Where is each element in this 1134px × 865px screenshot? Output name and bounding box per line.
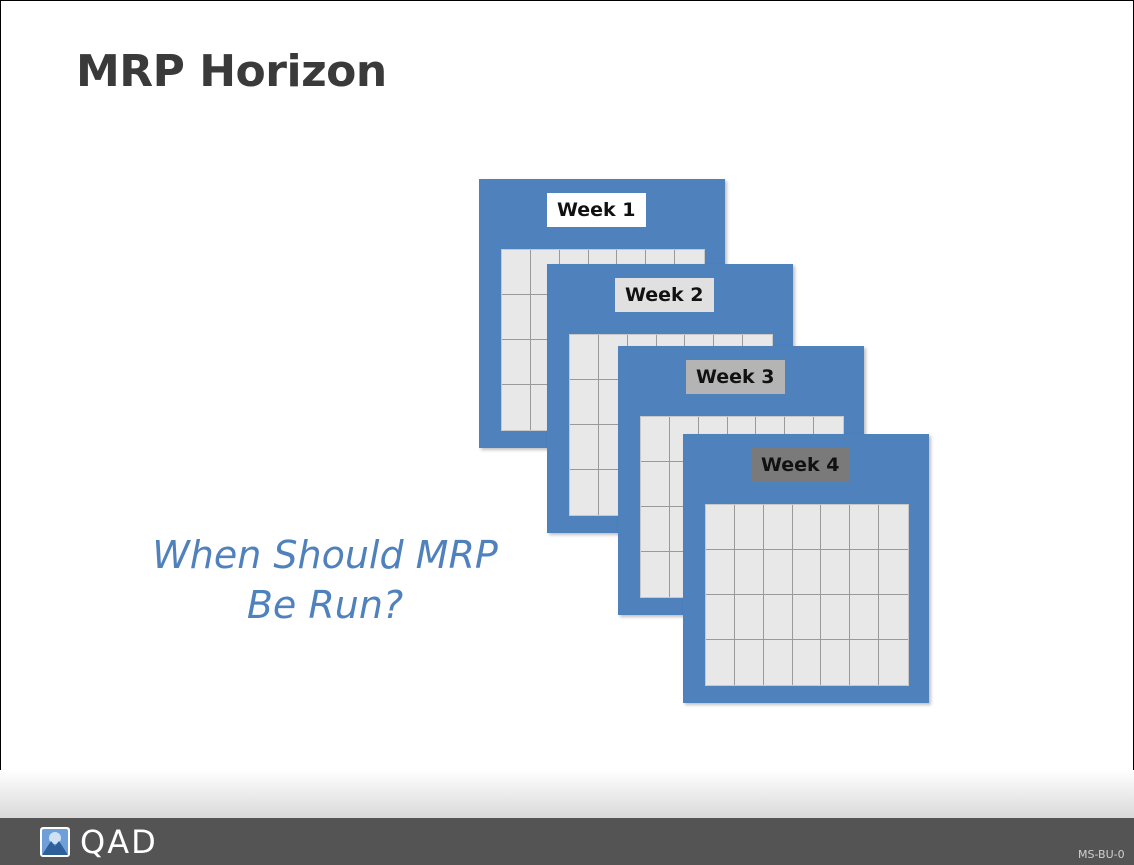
calendar-cell xyxy=(734,505,764,550)
calendar-cell xyxy=(764,640,793,685)
calendar-cell xyxy=(641,462,670,507)
calendar-cell xyxy=(735,640,764,685)
calendar-cell xyxy=(502,340,531,385)
calendar-cell xyxy=(793,640,822,685)
calendar-cell xyxy=(850,640,880,685)
footer-gradient xyxy=(0,770,1134,818)
calendar-cell xyxy=(502,250,531,295)
tagline-line-1: When Should MRP xyxy=(152,533,498,577)
calendar-cell xyxy=(641,552,670,597)
calendar-cell xyxy=(734,595,764,640)
week-1-label: Week 1 xyxy=(547,193,646,227)
calendar-cell xyxy=(879,595,908,640)
calendar-cell xyxy=(850,550,880,595)
qad-mountain-icon xyxy=(40,827,70,857)
footer-bar xyxy=(0,818,1134,865)
calendar-cell xyxy=(792,550,822,595)
calendar-cell xyxy=(763,505,793,550)
calendar-cell xyxy=(641,507,670,552)
calendar-cell xyxy=(763,595,793,640)
week-2-label: Week 2 xyxy=(615,278,714,312)
calendar-cell xyxy=(879,550,908,595)
logo-text: QAD xyxy=(80,823,158,861)
calendar-cell xyxy=(821,595,851,640)
document-code: MS-BU-0 xyxy=(1078,848,1125,861)
calendar-cell xyxy=(879,640,908,685)
week-4-calendar-grid xyxy=(705,504,909,686)
calendar-cell xyxy=(734,550,764,595)
calendar-cell xyxy=(706,640,735,685)
calendar-cell xyxy=(821,550,851,595)
calendar-cell xyxy=(792,595,822,640)
week-4-calendar-card: Week 4 xyxy=(683,434,929,703)
calendar-cell xyxy=(821,505,851,550)
calendar-cell xyxy=(879,505,908,550)
calendar-cell xyxy=(850,505,880,550)
calendar-cell xyxy=(570,335,599,380)
calendar-cell xyxy=(763,550,793,595)
calendar-cell xyxy=(850,595,880,640)
calendar-cell xyxy=(706,595,735,640)
tagline: When Should MRP Be Run? xyxy=(100,530,550,630)
calendar-cell xyxy=(706,505,735,550)
calendar-cell xyxy=(502,385,531,430)
slide-title: MRP Horizon xyxy=(76,46,387,97)
calendar-cell xyxy=(706,550,735,595)
calendar-cell xyxy=(502,295,531,340)
calendar-cell xyxy=(792,505,822,550)
qad-logo: QAD xyxy=(40,823,158,861)
calendar-cell xyxy=(641,417,670,462)
calendar-cell xyxy=(570,380,599,425)
calendar-cell xyxy=(821,640,851,685)
calendar-cell xyxy=(570,470,599,515)
calendar-cell xyxy=(570,425,599,470)
tagline-line-2: Be Run? xyxy=(246,583,404,627)
week-3-label: Week 3 xyxy=(686,360,785,394)
week-4-label: Week 4 xyxy=(751,448,850,482)
